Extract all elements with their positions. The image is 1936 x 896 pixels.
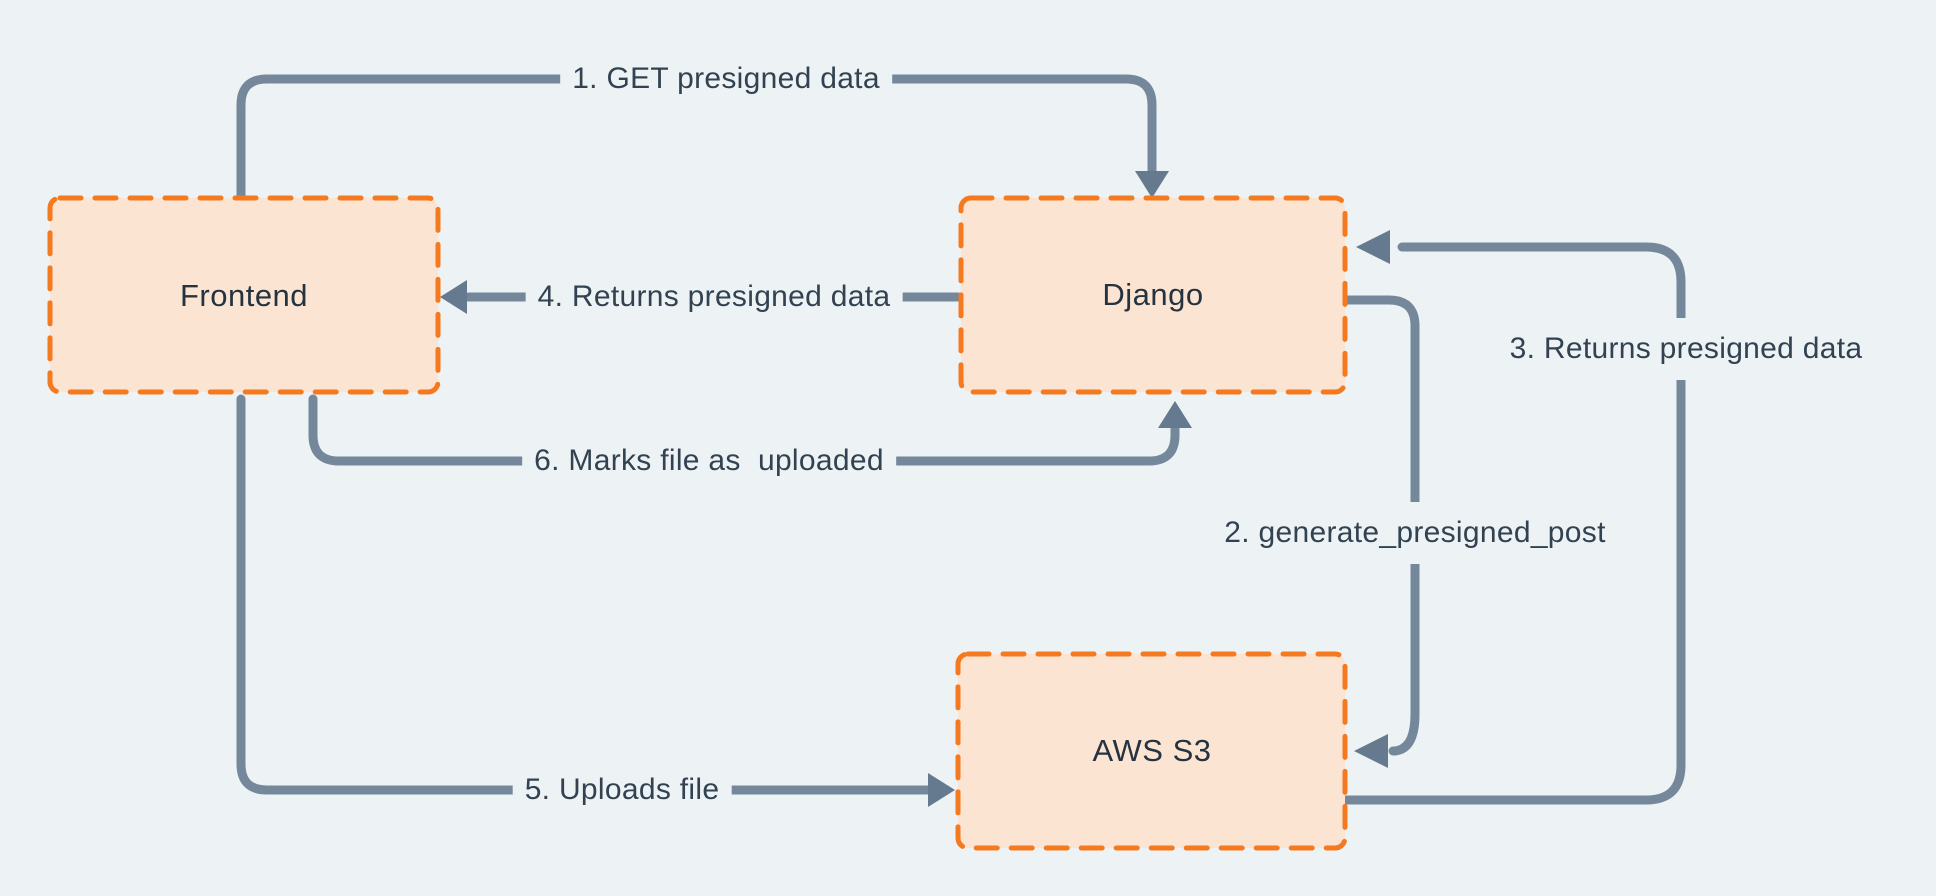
edge-6-label: 6. Marks file as uploaded [522,439,896,483]
edge-2-arrowhead-icon [1354,734,1388,768]
node-frontend-box [47,195,441,395]
node-frontend-label: Frontend [179,278,309,313]
edge-2-label: 2. generate_presigned_post [1214,502,1616,564]
edge-4-arrowhead-icon [440,280,467,314]
edge-5-arrowhead-icon [928,773,955,807]
edge-5-label: 5. Uploads file [512,768,732,812]
edge-1-arrowhead-icon [1135,171,1169,198]
edge-3-arrowhead-icon [1356,230,1390,264]
edge-2-generate-presigned-post-line [1341,295,1420,756]
edge-6-arrowhead-icon [1158,401,1192,428]
node-aws-s3-label: AWS S3 [1092,733,1212,768]
edge-4-label: 4. Returns presigned data [525,275,903,319]
edge-3-label: 3. Returns presigned data [1499,318,1873,380]
edge-5-uploads-file-line [236,394,932,795]
node-django-label: Django [1102,277,1204,312]
node-django-box [958,195,1348,395]
edge-3-returns-presigned-data-line [1341,242,1686,805]
edge-1-label: 1. GET presigned data [560,57,892,101]
node-aws-s3-box [955,651,1348,851]
